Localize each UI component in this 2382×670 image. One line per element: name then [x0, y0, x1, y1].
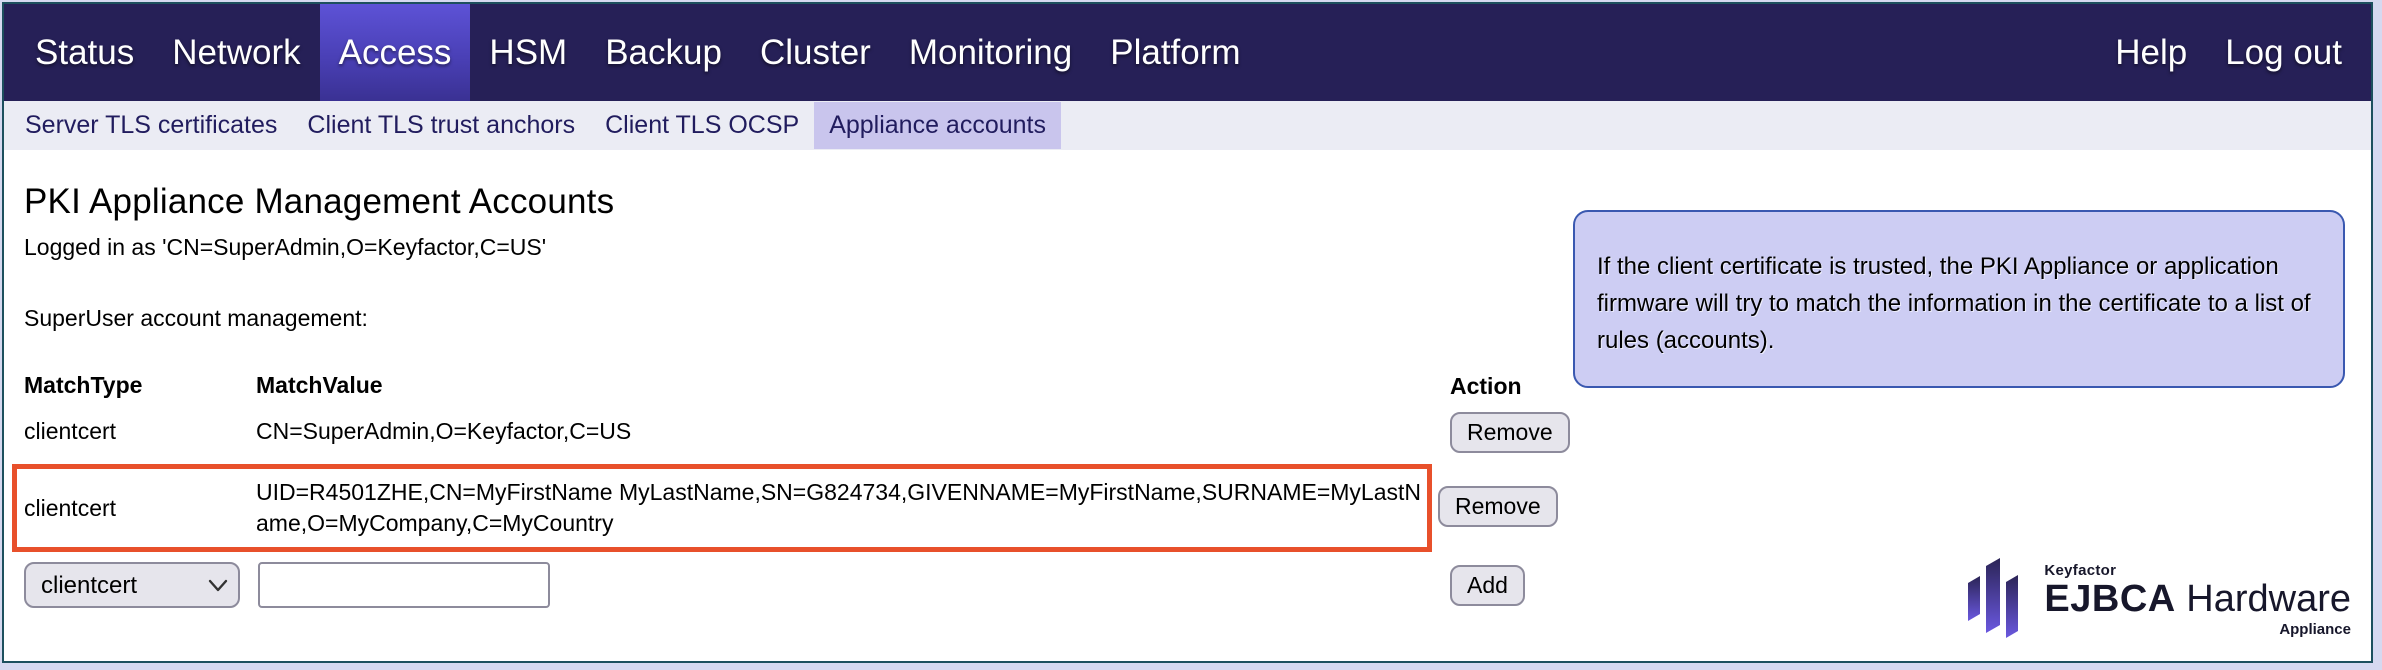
remove-button[interactable]: Remove	[1438, 485, 1558, 527]
remove-button[interactable]: Remove	[1450, 411, 1570, 453]
column-header-matchtype: MatchType	[24, 372, 143, 399]
subnav-item-appliance-accounts[interactable]: Appliance accounts	[814, 102, 1061, 149]
subnav-item-client-tls-ocsp[interactable]: Client TLS OCSP	[605, 111, 800, 139]
matchtype-cell: clientcert	[24, 494, 117, 521]
matchvalue-input[interactable]	[258, 562, 550, 609]
logo-text-block: Keyfactor EJBCA Hardware Appliance	[2044, 562, 2351, 638]
logo-variant-label: Appliance	[2279, 620, 2351, 638]
info-box-text: If the client certificate is trusted, th…	[1597, 253, 2311, 355]
sub-navigation-bar: Server TLS certificates Client TLS trust…	[4, 101, 2371, 150]
logged-in-as-text: Logged in as 'CN=SuperAdmin,O=Keyfactor,…	[24, 234, 547, 260]
matchvalue-cell: UID=R4501ZHE,CN=MyFirstName MyLastName,S…	[256, 479, 1422, 537]
nav-item-hsm[interactable]: HSM	[489, 32, 568, 72]
subnav-item-client-tls-trust-anchors[interactable]: Client TLS trust anchors	[307, 111, 576, 139]
nav-item-cluster[interactable]: Cluster	[759, 32, 871, 72]
info-box: If the client certificate is trusted, th…	[1573, 210, 2345, 388]
brand-logo: Keyfactor EJBCA Hardware Appliance	[1968, 555, 2351, 645]
subnav-item-server-tls-certificates[interactable]: Server TLS certificates	[25, 111, 278, 139]
add-button[interactable]: Add	[1450, 564, 1525, 606]
column-header-action: Action	[1450, 372, 1522, 399]
nav-item-monitoring[interactable]: Monitoring	[908, 32, 1073, 72]
accounts-table: MatchType MatchValue Action clientcert C…	[12, 366, 2371, 609]
nav-item-logout[interactable]: Log out	[2225, 32, 2342, 72]
column-header-matchvalue: MatchValue	[256, 372, 383, 399]
matchtype-select-wrap: clientcert	[24, 562, 240, 609]
nav-item-platform[interactable]: Platform	[1110, 32, 1241, 72]
nav-item-access[interactable]: Access	[319, 4, 471, 101]
section-label: SuperUser account management:	[24, 305, 368, 331]
nav-item-help[interactable]: Help	[2115, 32, 2188, 72]
logo-brand-label: Keyfactor	[2044, 562, 2117, 580]
table-row-highlighted: clientcert UID=R4501ZHE,CN=MyFirstName M…	[12, 458, 2371, 554]
nav-item-status[interactable]: Status	[35, 32, 135, 72]
main-content: PKI Appliance Management Accounts Logged…	[4, 150, 2371, 661]
nav-item-backup[interactable]: Backup	[605, 32, 722, 72]
logo-product-label: EJBCA Hardware	[2044, 578, 2351, 621]
table-row: clientcert CN=SuperAdmin,O=Keyfactor,C=U…	[24, 406, 2371, 458]
page-title: PKI Appliance Management Accounts	[24, 182, 615, 221]
highlighted-row-outline: clientcert UID=R4501ZHE,CN=MyFirstName M…	[12, 464, 1432, 553]
top-navigation-bar: Status Network Access HSM Backup Cluster…	[4, 4, 2371, 101]
topnav-spacer	[1260, 4, 2097, 101]
table-header-row: MatchType MatchValue Action	[24, 366, 2371, 406]
matchtype-cell: clientcert	[24, 418, 117, 445]
add-account-row: clientcert Add	[24, 562, 2371, 609]
matchtype-select[interactable]: clientcert	[24, 562, 240, 609]
nav-item-network[interactable]: Network	[172, 32, 301, 72]
matchvalue-cell: CN=SuperAdmin,O=Keyfactor,C=US	[256, 418, 632, 445]
keyfactor-bars-icon	[1968, 555, 2030, 645]
